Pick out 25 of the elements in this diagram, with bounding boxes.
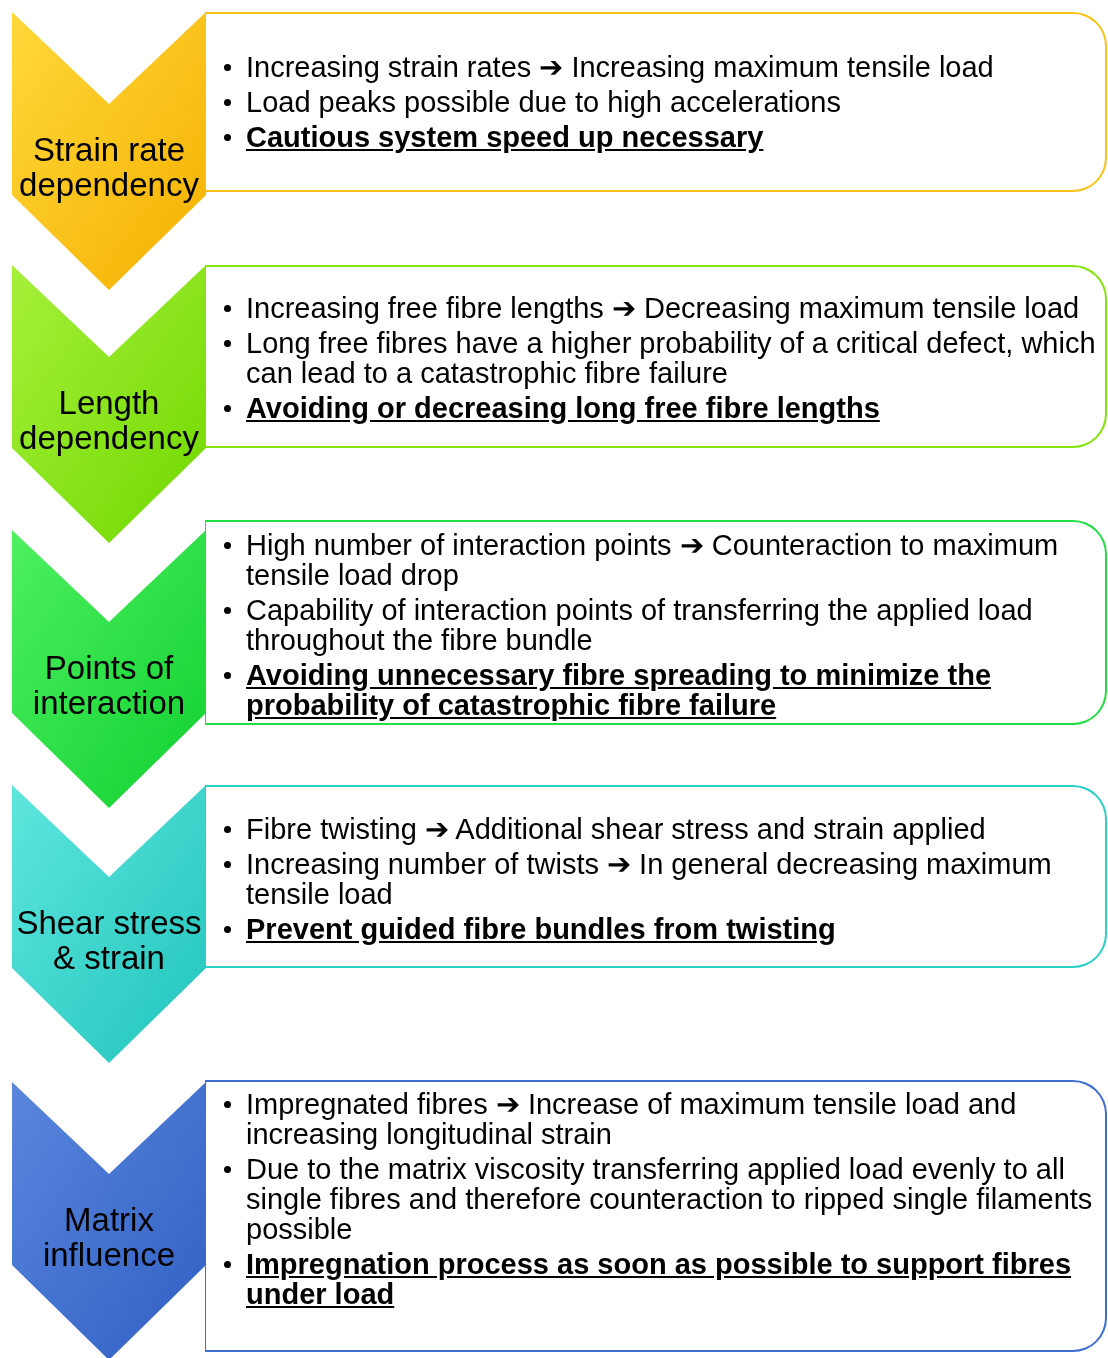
stage-title: Points of interaction	[31, 650, 187, 720]
bullet-text: Impregnated fibres ➔ Increase of maximum tensile load and increasing longitudinal strain	[246, 1089, 1018, 1149]
text-panel	[205, 520, 1107, 725]
key-conclusion: Cautious system speed up necessary	[246, 122, 764, 152]
bullet-text: Increasing free fibre lengths ➔ Decreasing maximum tensile load	[246, 293, 1080, 323]
bullet-text: Capability of interaction points of transferring the applied load throughout the fibre bundle	[246, 595, 1034, 655]
stage-title: Shear stress & strain	[15, 905, 203, 975]
bullet-text: Due to the matrix viscosity transferring applied load evenly to all single fibres and therefore counteraction to ripped single filaments possible	[246, 1154, 1094, 1244]
key-conclusion: Avoiding or decreasing long free fibre lengths	[246, 393, 880, 423]
text-panel	[205, 12, 1107, 192]
text-panel	[205, 785, 1107, 968]
stage-title: Strain rate dependency	[18, 132, 200, 202]
text-panel	[205, 265, 1107, 448]
bullet-text: Long free fibres have a higher probability of a critical defect, which can lead to a catastrophic fibre failure	[246, 328, 1097, 388]
bullet-text: Load peaks possible due to high accelerations	[246, 87, 841, 117]
key-conclusion: Avoiding unnecessary fibre spreading to minimize the probability of catastrophic fibre failure	[246, 660, 993, 720]
key-conclusion: Prevent guided fibre bundles from twisting	[246, 914, 836, 944]
text-panel	[205, 1080, 1107, 1352]
bullet-text: Increasing strain rates ➔ Increasing maximum tensile load	[246, 52, 994, 82]
bullet-text: High number of interaction points ➔ Counteraction to maximum tensile load drop	[246, 530, 1060, 590]
bullet-text: Fibre twisting ➔ Additional shear stress and strain applied	[246, 814, 986, 844]
bullet-text: Increasing number of twists ➔ In general decreasing maximum tensile load	[246, 849, 1053, 909]
stage-title: Length dependency	[18, 385, 200, 455]
stage-title: Matrix influence	[41, 1202, 177, 1272]
key-conclusion: Impregnation process as soon as possible to support fibres under load	[246, 1249, 1073, 1309]
